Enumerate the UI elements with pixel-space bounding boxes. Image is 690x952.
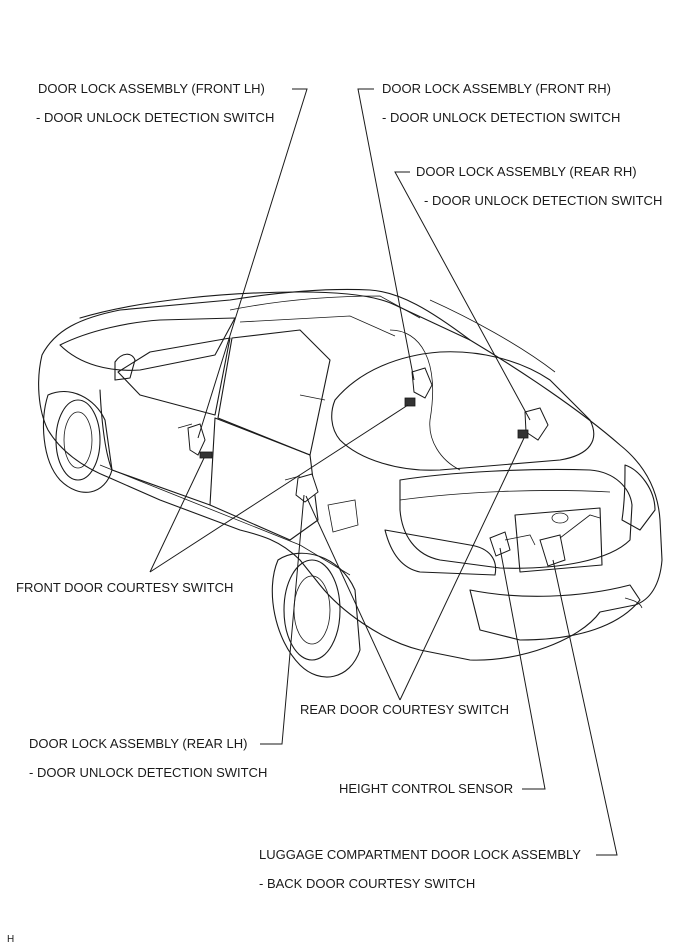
label-front-door-courtesy: FRONT DOOR COURTESY SWITCH	[16, 580, 234, 595]
label-rear-rh-switch: - DOOR UNLOCK DETECTION SWITCH	[424, 193, 663, 208]
rear-door-line	[209, 417, 319, 541]
car-outline	[38, 288, 663, 661]
component-luggage-lock	[539, 514, 601, 567]
roof	[79, 291, 471, 341]
label-front-rh-lock: DOOR LOCK ASSEMBLY (FRONT RH)	[382, 81, 611, 96]
rear-side-window	[217, 329, 331, 456]
rear-window	[331, 351, 595, 471]
label-luggage-switch: - BACK DOOR COURTESY SWITCH	[259, 876, 476, 891]
component-rear-lh-lock	[295, 473, 319, 503]
front-windshield	[59, 317, 236, 371]
trunk-lid	[399, 468, 633, 569]
component-rear-rh-lock	[517, 407, 549, 441]
rear-bumper	[469, 584, 641, 641]
label-rear-lh-switch: - DOOR UNLOCK DETECTION SWITCH	[29, 765, 268, 780]
component-front-rh-lock	[404, 367, 433, 407]
label-rear-lh-lock: DOOR LOCK ASSEMBLY (REAR LH)	[29, 736, 248, 751]
component-front-lh-lock	[187, 423, 213, 459]
label-rear-door-courtesy: REAR DOOR COURTESY SWITCH	[300, 702, 509, 717]
tail-light-right	[621, 464, 656, 531]
label-rear-rh-lock: DOOR LOCK ASSEMBLY (REAR RH)	[416, 164, 637, 179]
license-plate-area	[514, 507, 603, 573]
rear-wheel	[271, 552, 361, 678]
label-front-rh-switch: - DOOR UNLOCK DETECTION SWITCH	[382, 110, 621, 125]
component-height-sensor	[489, 531, 536, 557]
roof-line	[229, 295, 421, 319]
car-illustration	[38, 288, 663, 678]
front-wheel	[43, 391, 113, 493]
corner-code: H	[7, 934, 15, 945]
label-front-lh-switch: - DOOR UNLOCK DETECTION SWITCH	[36, 110, 275, 125]
leader-lines	[149, 88, 618, 856]
front-side-window	[117, 337, 231, 416]
label-luggage-lock: LUGGAGE COMPARTMENT DOOR LOCK ASSEMBLY	[259, 847, 581, 862]
label-front-lh-lock: DOOR LOCK ASSEMBLY (FRONT LH)	[38, 81, 265, 96]
side-mirror	[114, 353, 136, 381]
fuel-lid	[327, 499, 359, 533]
label-height-sensor: HEIGHT CONTROL SENSOR	[339, 781, 514, 796]
tail-light-left	[384, 529, 497, 576]
